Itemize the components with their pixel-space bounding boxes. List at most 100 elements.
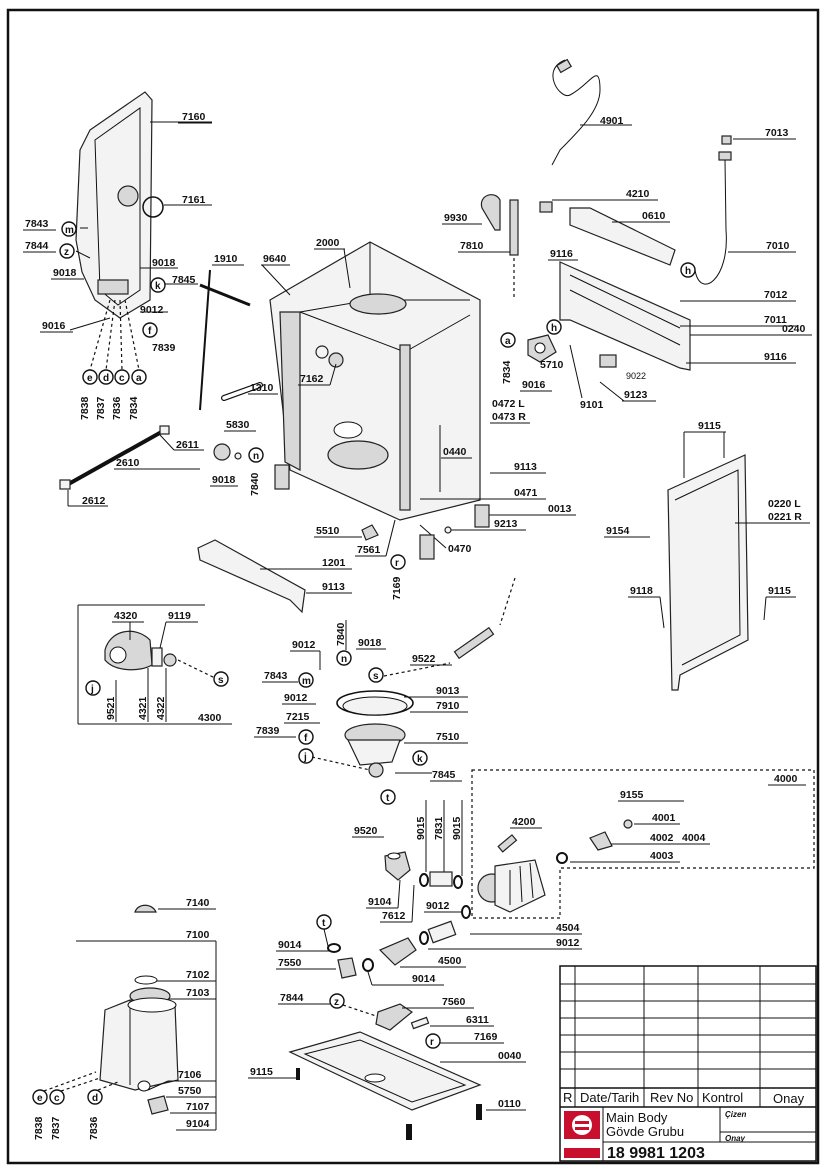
svg-text:j: j — [303, 752, 307, 763]
tube-4504 — [427, 920, 457, 944]
part-label-7837-b: 7837 — [50, 1116, 62, 1140]
callout-h-1: h — [680, 262, 696, 278]
svg-text:k: k — [417, 754, 423, 765]
part-label-4004: 4004 — [682, 832, 706, 844]
svg-text:n: n — [341, 654, 347, 665]
part-label-7106: 7106 — [178, 1069, 202, 1081]
part-label-9012-c: 9012 — [284, 692, 308, 704]
cover-0610 — [569, 207, 676, 266]
hose-7810 — [509, 199, 519, 300]
arcelik-logo — [564, 1111, 600, 1158]
part-label-9014-a: 9014 — [278, 939, 302, 951]
ring-4003 — [556, 852, 568, 864]
part-label-4002: 4002 — [650, 832, 674, 844]
part-label-9521: 9521 — [105, 696, 117, 720]
cap-7140 — [134, 904, 157, 913]
part-label-7550: 7550 — [278, 957, 302, 969]
seal-strip — [199, 269, 211, 411]
hose-9522 — [453, 626, 495, 660]
part-label-0473-r: 0473 R — [492, 411, 526, 423]
box-4000 — [471, 769, 815, 919]
part-label-9015-b: 9015 — [451, 816, 463, 840]
svg-text:e: e — [87, 373, 93, 384]
part-label-7840-b: 7840 — [335, 622, 347, 646]
callout-r-2: r — [425, 1033, 441, 1049]
svg-text:e: e — [37, 1093, 43, 1104]
part-label-4500: 4500 — [438, 955, 462, 967]
part-label-0013: 0013 — [548, 503, 572, 515]
rail-0240 — [559, 261, 691, 371]
part-label-7839: 7839 — [152, 342, 176, 354]
part-label-7843-b: 7843 — [264, 670, 288, 682]
bar-2610 — [64, 428, 166, 488]
part-label-9640: 9640 — [263, 253, 287, 265]
part-label-9016-b: 9016 — [522, 379, 546, 391]
part-label-5830: 5830 — [226, 419, 250, 431]
part-label-9930: 9930 — [444, 212, 468, 224]
part-label-9154: 9154 — [606, 525, 630, 537]
part-label-7103: 7103 — [186, 987, 210, 999]
part-label-5750: 5750 — [178, 1085, 202, 1097]
svg-text:c: c — [54, 1093, 60, 1104]
part-label-4001: 4001 — [652, 812, 676, 824]
part-label-7845-b: 7845 — [432, 769, 456, 781]
part-label-7160: 7160 — [182, 111, 206, 123]
svg-text:c: c — [119, 373, 125, 384]
part-label-7843: 7843 — [25, 218, 49, 230]
side-panel — [667, 454, 749, 691]
callout-n-1: n — [248, 447, 264, 463]
sump-7510 — [344, 723, 406, 778]
part-label-7215: 7215 — [286, 711, 310, 723]
part-label-7013: 7013 — [765, 127, 789, 139]
callout-e-2: e — [32, 1089, 48, 1105]
svg-text:f: f — [148, 326, 152, 337]
elbow-7550 — [337, 957, 357, 979]
part-label-9016-a: 9016 — [42, 320, 66, 332]
tb-title-tr: Gövde Grubu — [606, 1124, 684, 1139]
part-label-5510: 5510 — [316, 525, 340, 537]
part-label-9101: 9101 — [580, 399, 604, 411]
part-label-7162: 7162 — [300, 373, 324, 385]
part-label-7010: 7010 — [766, 240, 790, 252]
part-label-9018-a: 9018 — [53, 267, 77, 279]
tb-row-label: R — [563, 1090, 572, 1105]
tb-col-control: Kontrol — [702, 1090, 743, 1105]
svg-text:n: n — [253, 451, 259, 462]
part-label-9520: 9520 — [354, 825, 378, 837]
part-label-0472-l: 0472 L — [492, 398, 525, 410]
part-label-7169-a: 7169 — [391, 576, 403, 600]
foot-0470 — [419, 534, 435, 560]
part-label-9012-b: 9012 — [292, 639, 316, 651]
part-label-9116-b: 9116 — [764, 351, 787, 363]
part-label-7834-b: 7834 — [501, 360, 513, 384]
screw-9115 — [296, 1068, 300, 1080]
clip-9022 — [599, 354, 617, 368]
part-label-9012-d: 9012 — [426, 900, 450, 912]
hose-9104 — [384, 851, 411, 881]
svg-text:h: h — [551, 323, 557, 334]
callout-s-1: s — [213, 671, 229, 687]
svg-text:h: h — [685, 266, 691, 277]
part-label-1910: 1910 — [214, 253, 238, 265]
base-pan-0040 — [288, 1031, 482, 1111]
part-label-0440: 0440 — [443, 446, 467, 458]
part-label-0040: 0040 — [498, 1050, 522, 1062]
float-part-5830 — [213, 443, 242, 461]
part-label-9155: 9155 — [620, 789, 644, 801]
foot-0110-b — [406, 1124, 412, 1140]
tb-col-approve: Onay — [773, 1091, 805, 1106]
svg-text:j: j — [90, 684, 94, 695]
svg-text:d: d — [92, 1093, 98, 1104]
tb-col-date: Date/Tarih — [580, 1090, 639, 1105]
part-label-7840-a: 7840 — [249, 472, 261, 496]
part-label-9113-a: 9113 — [514, 461, 537, 473]
valve-5750 — [147, 1095, 169, 1115]
part-label-4320: 4320 — [114, 610, 138, 622]
part-label-7839-b: 7839 — [256, 725, 280, 737]
part-label-7845: 7845 — [172, 274, 196, 286]
callout-j-2: j — [298, 748, 314, 764]
part-label-9012-e: 9012 — [556, 937, 580, 949]
part-label-7140: 7140 — [186, 897, 210, 909]
part-label-0220-l: 0220 L — [768, 498, 801, 510]
rail-1910 — [199, 283, 251, 307]
